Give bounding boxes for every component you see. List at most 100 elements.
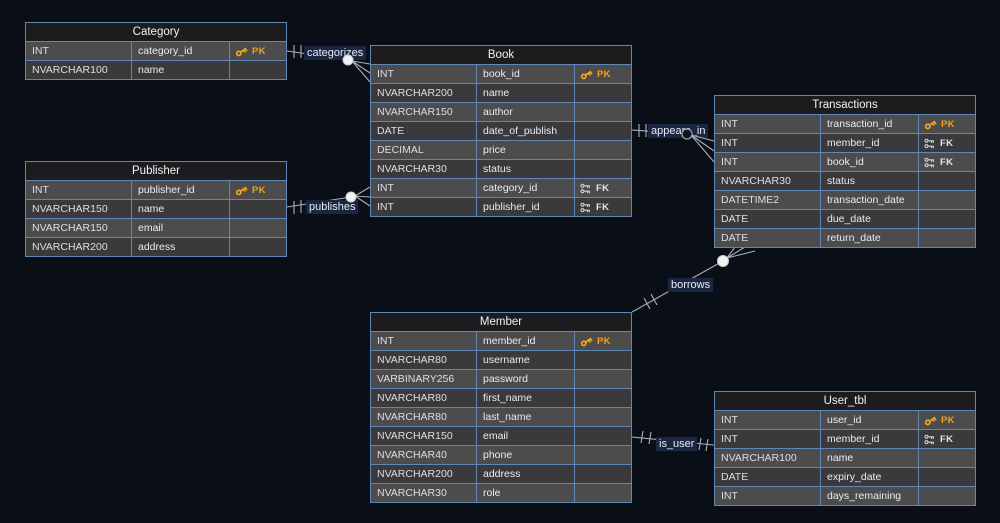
table-row[interactable]: NVARCHAR40 phone <box>371 445 631 464</box>
table-row[interactable]: NVARCHAR100 name <box>26 60 286 79</box>
table-member[interactable]: Member INT member_id PK NVARCHAR80 usern… <box>370 312 632 503</box>
key-label: FK <box>596 182 610 194</box>
table-row[interactable]: DATE date_of_publish <box>371 121 631 140</box>
relationship-label-appears-in[interactable]: appears_in <box>648 124 709 138</box>
table-row[interactable]: NVARCHAR150 email <box>371 426 631 445</box>
table-row[interactable]: INT publisher_id PK <box>26 180 286 199</box>
key-cell <box>919 487 975 505</box>
column-type: INT <box>371 198 477 216</box>
column-type: NVARCHAR100 <box>26 61 132 79</box>
table-row[interactable]: INT transaction_id PK <box>715 114 975 133</box>
table-title[interactable]: Publisher <box>26 162 286 180</box>
table-title[interactable]: User_tbl <box>715 392 975 410</box>
column-type: NVARCHAR80 <box>371 351 477 369</box>
table-row[interactable]: INT publisher_id FK <box>371 197 631 216</box>
table-row[interactable]: NVARCHAR200 address <box>26 237 286 256</box>
column-type: NVARCHAR150 <box>26 200 132 218</box>
table-transactions[interactable]: Transactions INT transaction_id PK INT m… <box>714 95 976 248</box>
relationship-label-publishes[interactable]: publishes <box>306 200 359 214</box>
column-name: return_date <box>821 229 919 247</box>
column-name: due_date <box>821 210 919 228</box>
key-cell <box>575 141 631 159</box>
table-title[interactable]: Category <box>26 23 286 41</box>
table-title[interactable]: Transactions <box>715 96 975 114</box>
key-cell <box>575 103 631 121</box>
table-row[interactable]: DATE return_date <box>715 228 975 247</box>
table-row[interactable]: INT member_id FK <box>715 133 975 152</box>
table-category[interactable]: Category INT category_id PK NVARCHAR100 … <box>25 22 287 80</box>
key-cell <box>919 449 975 467</box>
key-cell: FK <box>575 198 631 216</box>
column-type: INT <box>715 487 821 505</box>
column-type: DECIMAL <box>371 141 477 159</box>
table-row[interactable]: INT member_id PK <box>371 331 631 350</box>
column-name: publisher_id <box>132 181 230 199</box>
crowfoot-borrows <box>717 246 756 267</box>
table-user-tbl[interactable]: User_tbl INT user_id PK INT member_id FK… <box>714 391 976 506</box>
foreign-key-icon <box>924 157 936 168</box>
table-row[interactable]: INT category_id PK <box>26 41 286 60</box>
key-cell <box>230 238 286 256</box>
key-label: FK <box>940 433 954 445</box>
column-name: member_id <box>821 430 919 448</box>
table-row[interactable]: NVARCHAR80 last_name <box>371 407 631 426</box>
key-label: FK <box>940 156 954 168</box>
key-cell: FK <box>919 153 975 171</box>
key-cell: PK <box>919 411 975 429</box>
table-row[interactable]: NVARCHAR100 name <box>715 448 975 467</box>
column-name: category_id <box>477 179 575 197</box>
table-row[interactable]: NVARCHAR150 name <box>26 199 286 218</box>
key-cell <box>919 210 975 228</box>
foreign-key-icon <box>924 138 936 149</box>
table-book[interactable]: Book INT book_id PK NVARCHAR200 name NVA… <box>370 45 632 217</box>
relationship-label-borrows[interactable]: borrows <box>668 278 714 292</box>
relationship-label-categorizes[interactable]: categorizes <box>304 46 367 60</box>
column-name: email <box>477 427 575 445</box>
table-row[interactable]: INT category_id FK <box>371 178 631 197</box>
table-row[interactable]: NVARCHAR200 address <box>371 464 631 483</box>
key-cell <box>575 465 631 483</box>
key-cell <box>575 122 631 140</box>
table-publisher[interactable]: Publisher INT publisher_id PK NVARCHAR15… <box>25 161 287 257</box>
table-row[interactable]: INT days_remaining <box>715 486 975 505</box>
table-row[interactable]: NVARCHAR150 author <box>371 102 631 121</box>
key-cell <box>230 200 286 218</box>
table-row[interactable]: NVARCHAR30 status <box>371 159 631 178</box>
table-title[interactable]: Member <box>371 313 631 331</box>
table-row[interactable]: VARBINARY256 password <box>371 369 631 388</box>
column-name: member_id <box>477 332 575 350</box>
column-type: INT <box>371 179 477 197</box>
table-row[interactable]: INT book_id PK <box>371 64 631 83</box>
table-row[interactable]: NVARCHAR200 name <box>371 83 631 102</box>
column-type: NVARCHAR150 <box>371 427 477 445</box>
table-title[interactable]: Book <box>371 46 631 64</box>
relationship-label-is-user[interactable]: is_user <box>656 437 698 451</box>
table-row[interactable]: NVARCHAR150 email <box>26 218 286 237</box>
column-type: NVARCHAR200 <box>26 238 132 256</box>
column-name: address <box>477 465 575 483</box>
table-row[interactable]: INT book_id FK <box>715 152 975 171</box>
table-row[interactable]: NVARCHAR80 username <box>371 350 631 369</box>
column-name: price <box>477 141 575 159</box>
key-label: PK <box>597 335 611 347</box>
table-row[interactable]: DATE due_date <box>715 209 975 228</box>
key-cell: PK <box>230 181 286 199</box>
table-row[interactable]: DATETIME2 transaction_date <box>715 190 975 209</box>
table-row[interactable]: DECIMAL price <box>371 140 631 159</box>
column-name: status <box>477 160 575 178</box>
foreign-key-icon <box>580 183 592 194</box>
column-type: NVARCHAR200 <box>371 465 477 483</box>
column-name: address <box>132 238 230 256</box>
column-name: days_remaining <box>821 487 919 505</box>
key-cell: PK <box>575 332 631 350</box>
table-row[interactable]: INT user_id PK <box>715 410 975 429</box>
table-row[interactable]: INT member_id FK <box>715 429 975 448</box>
key-cell <box>575 389 631 407</box>
table-row[interactable]: NVARCHAR80 first_name <box>371 388 631 407</box>
table-row[interactable]: NVARCHAR30 role <box>371 483 631 502</box>
table-row[interactable]: DATE expiry_date <box>715 467 975 486</box>
column-type: INT <box>715 134 821 152</box>
table-row[interactable]: NVARCHAR30 status <box>715 171 975 190</box>
key-cell: PK <box>230 42 286 60</box>
